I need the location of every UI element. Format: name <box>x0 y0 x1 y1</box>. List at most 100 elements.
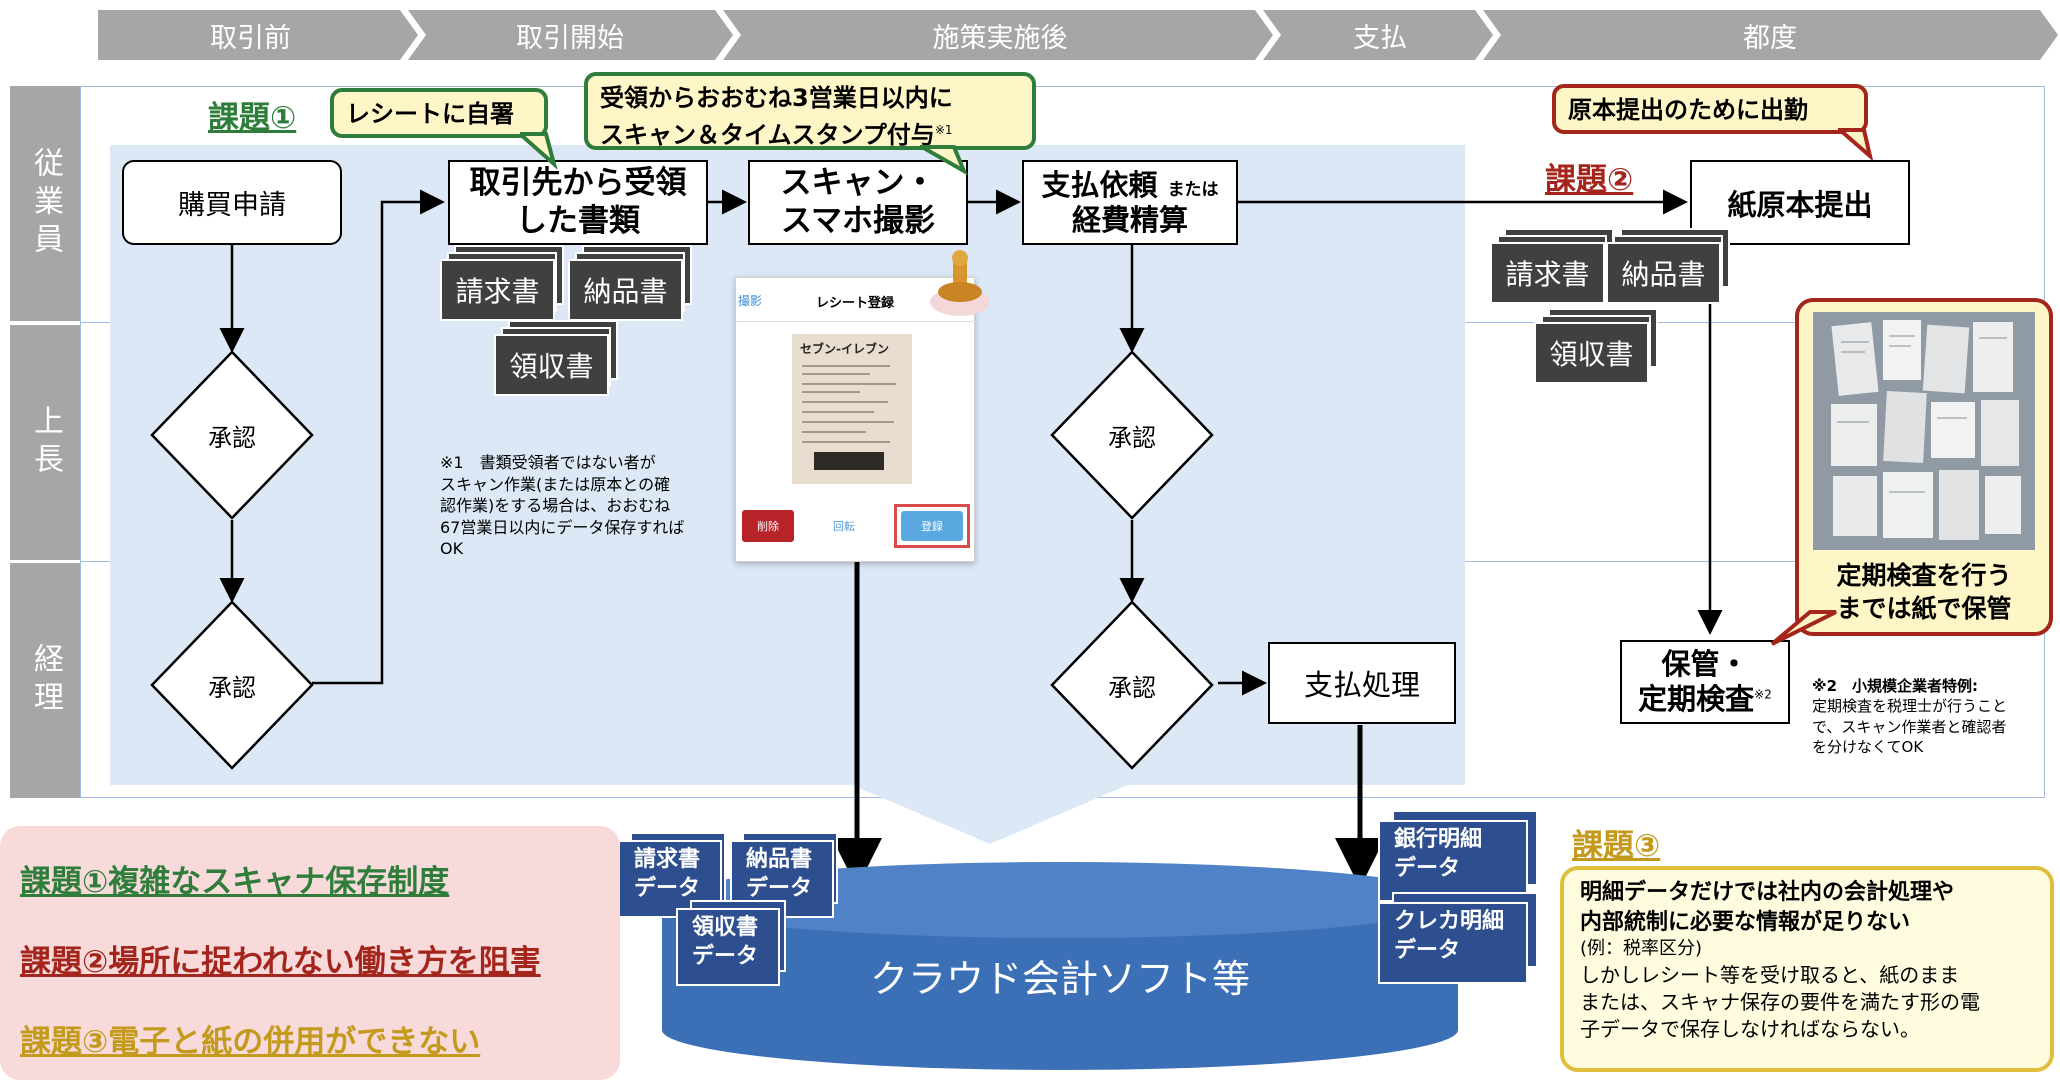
go-to-office-callout: 原本提出のために出勤 <box>1552 84 1868 134</box>
card-data-doc: クレカ明細 データ <box>1378 902 1528 984</box>
self-sign-text: レシートに自署 <box>346 100 514 128</box>
scan-rule-footnote-mark: ※1 <box>934 123 953 137</box>
lane-label-employee: 従業員 <box>10 86 80 321</box>
approval-label: 承認 <box>208 673 256 702</box>
inspection-line-2: までは紙で保管 <box>1836 593 2012 623</box>
cloud-accounting-cylinder <box>662 862 1458 1070</box>
storage-footnote-mark: ※2 <box>1754 687 1772 702</box>
app-rotate-button[interactable]: 回転 <box>833 520 855 533</box>
app-register-button[interactable]: 登録 <box>901 511 963 541</box>
bank-data-line-2: データ <box>1394 855 1461 881</box>
paper-docs-received: 請求書 納品書 領収書 <box>440 245 700 396</box>
issue3-head-1: 明細データだけでは社内の会計処理や <box>1580 880 1955 905</box>
footnote-2-line: 定期検査を税理士が行うこと <box>1812 697 2008 716</box>
receipt-image: セブン-イレブン <box>792 334 912 484</box>
received-documents-step: 取引先から受領 した書類 <box>448 160 708 245</box>
summary-issue1: 課題①複雑なスキャナ保存制度 <box>20 864 450 900</box>
phase-payment: 支払 <box>1353 22 1407 54</box>
issue3-explanation: 明細データだけでは社内の会計処理や 内部統制に必要な情報が足りない (例：税率区… <box>1560 866 2054 1072</box>
payment-processing-step: 支払処理 <box>1268 642 1456 724</box>
receipt-data-line-2: データ <box>692 943 759 969</box>
app-header <box>736 278 976 322</box>
phase-pre-transaction: 取引前 <box>210 22 291 54</box>
scan-label-1: スキャン・ <box>780 165 936 202</box>
delivery-data-line-1: 納品書 <box>746 847 813 872</box>
issue3-head-2: 内部統制に必要な情報が足りない <box>1580 909 1911 935</box>
delivery-note-paper: 納品書 <box>1606 242 1721 304</box>
cloud-accounting-label: クラウド会計ソフト等 <box>869 957 1250 1001</box>
paper-original-submit-step: 紙原本提出 <box>1690 160 1910 245</box>
purchase-request-label: 購買申請 <box>178 190 286 221</box>
phase-each-time: 都度 <box>1743 22 1797 54</box>
app-delete-button[interactable]: 削除 <box>742 510 794 542</box>
issue3-body-1: しかしレシート等を受け取ると、紙のまま <box>1580 962 1960 987</box>
app-tab-capture[interactable]: 撮影 <box>738 294 763 308</box>
delivery-data-line-2: データ <box>746 875 813 901</box>
invoice-paper: 請求書 <box>440 259 555 321</box>
invoice-data-line-2: データ <box>634 875 701 901</box>
footnote-1-line: 67営業日以内にデータ保存すれば <box>440 517 685 537</box>
footnote-2-line: で、スキャン作業者と確認者 <box>1812 717 2007 736</box>
issue3-body-3: 子データで保存しなければならない。 <box>1580 1016 1920 1041</box>
inspection-callout: 定期検査を行う までは紙で保管 <box>1795 298 2053 636</box>
manager-approval-payment: 承認 <box>1050 350 1214 520</box>
stamp-icon <box>930 250 990 316</box>
footnote-1-line: スキャン作業(または原本との確 <box>440 474 671 494</box>
lane-label-manager: 上長 <box>10 325 80 560</box>
scan-step: スキャン・ スマホ撮影 <box>748 160 968 245</box>
payment-request-step: 支払依頼 または 経費精算 <box>1022 160 1238 245</box>
receipt-lines-icon <box>802 365 896 470</box>
footnote-2-heading: ※2 小規模企業者特例: <box>1812 677 1979 695</box>
receipt-data-doc: 領収書 データ <box>676 908 780 986</box>
self-sign-callout-tail <box>520 132 558 170</box>
inspection-text: 定期検査を行う までは紙で保管 <box>1799 560 2049 625</box>
phase-after-implementation: 施策実施後 <box>932 22 1068 54</box>
issues-summary-panel: 課題①複雑なスキャナ保存制度 課題②場所に捉われない働き方を阻害 課題③電子と紙… <box>0 826 620 1080</box>
phase-bar <box>98 10 2058 60</box>
implementation-area-pointer <box>850 784 1130 844</box>
receipt-data-line-1: 領収書 <box>692 915 759 940</box>
footnote-2-line: を分けなくてOK <box>1812 737 1924 756</box>
footnote-1: ※1 書類受領者ではない者が スキャン作業(または原本との確 認作業)をする場合… <box>440 452 740 560</box>
self-sign-callout: レシートに自署 <box>330 88 548 138</box>
summary-issue2: 課題②場所に捉われない働き方を阻害 <box>20 944 541 980</box>
received-documents-label-1: 取引先から受領 <box>469 165 687 202</box>
scan-rule-callout: 受領からおおむね3営業日以内に スキャン＆タイムスタンプ付与※1 <box>584 72 1036 150</box>
card-data-line-2: データ <box>1394 937 1461 963</box>
inspection-line-1: 定期検査を行う <box>1836 561 2012 590</box>
receipt-app-window: 撮影 レシート登録 セブン-イレブン 削除 回転 登録 <box>735 277 976 562</box>
go-to-office-callout-tail <box>1838 128 1873 160</box>
paper-original-submit-label: 紙原本提出 <box>1727 187 1873 222</box>
issue3-example: (例：税率区分) <box>1580 938 1703 960</box>
scan-rule-line-1: 受領からおおむね3営業日以内に <box>600 84 953 112</box>
scan-rule-line-2: スキャン＆タイムスタンプ付与※1 <box>600 121 953 149</box>
accounting-approval-payment: 承認 <box>1050 600 1214 770</box>
purchase-request-step: 購買申請 <box>122 160 342 245</box>
bank-data-doc: 銀行明細 データ <box>1378 820 1528 902</box>
issue3-label: 課題③ <box>1572 828 1661 864</box>
register-highlight: 登録 <box>894 504 970 548</box>
footnote-1-line: 認作業)をする場合は、おおむね <box>440 496 671 516</box>
approval-label: 承認 <box>208 423 256 452</box>
invoice-data-line-1: 請求書 <box>634 847 701 872</box>
receipts-photo-icon <box>1813 312 2035 550</box>
scan-label-2: スマホ撮影 <box>780 202 936 239</box>
payment-processing-label: 支払処理 <box>1303 668 1420 702</box>
app-title: レシート登録 <box>816 296 895 311</box>
receipt-paper: 領収書 <box>1534 322 1649 384</box>
issue2-label: 課題② <box>1545 162 1634 198</box>
bank-data-line-1: 銀行明細 <box>1394 827 1483 852</box>
approval-label: 承認 <box>1108 423 1156 452</box>
go-to-office-text: 原本提出のために出勤 <box>1568 96 1808 124</box>
summary-issue3: 課題③電子と紙の併用ができない <box>20 1024 481 1060</box>
payment-request-label-1: 支払依頼 または <box>1041 167 1219 202</box>
issue3-body-2: または、スキャナ保存の要件を満たす形の電 <box>1580 989 1980 1014</box>
receipt-paper: 領収書 <box>494 334 609 396</box>
footnote-2: ※2 小規模企業者特例: 定期検査を税理士が行うこと で、スキャン作業者と確認者… <box>1812 676 2052 757</box>
footnote-1-line: ※1 書類受領者ではない者が <box>440 453 656 472</box>
delivery-note-paper: 納品書 <box>568 259 683 321</box>
lane-label-accounting: 経理 <box>10 563 80 798</box>
phase-transaction-start: 取引開始 <box>516 22 624 54</box>
storage-label-2: 定期検査※2 <box>1638 682 1772 716</box>
